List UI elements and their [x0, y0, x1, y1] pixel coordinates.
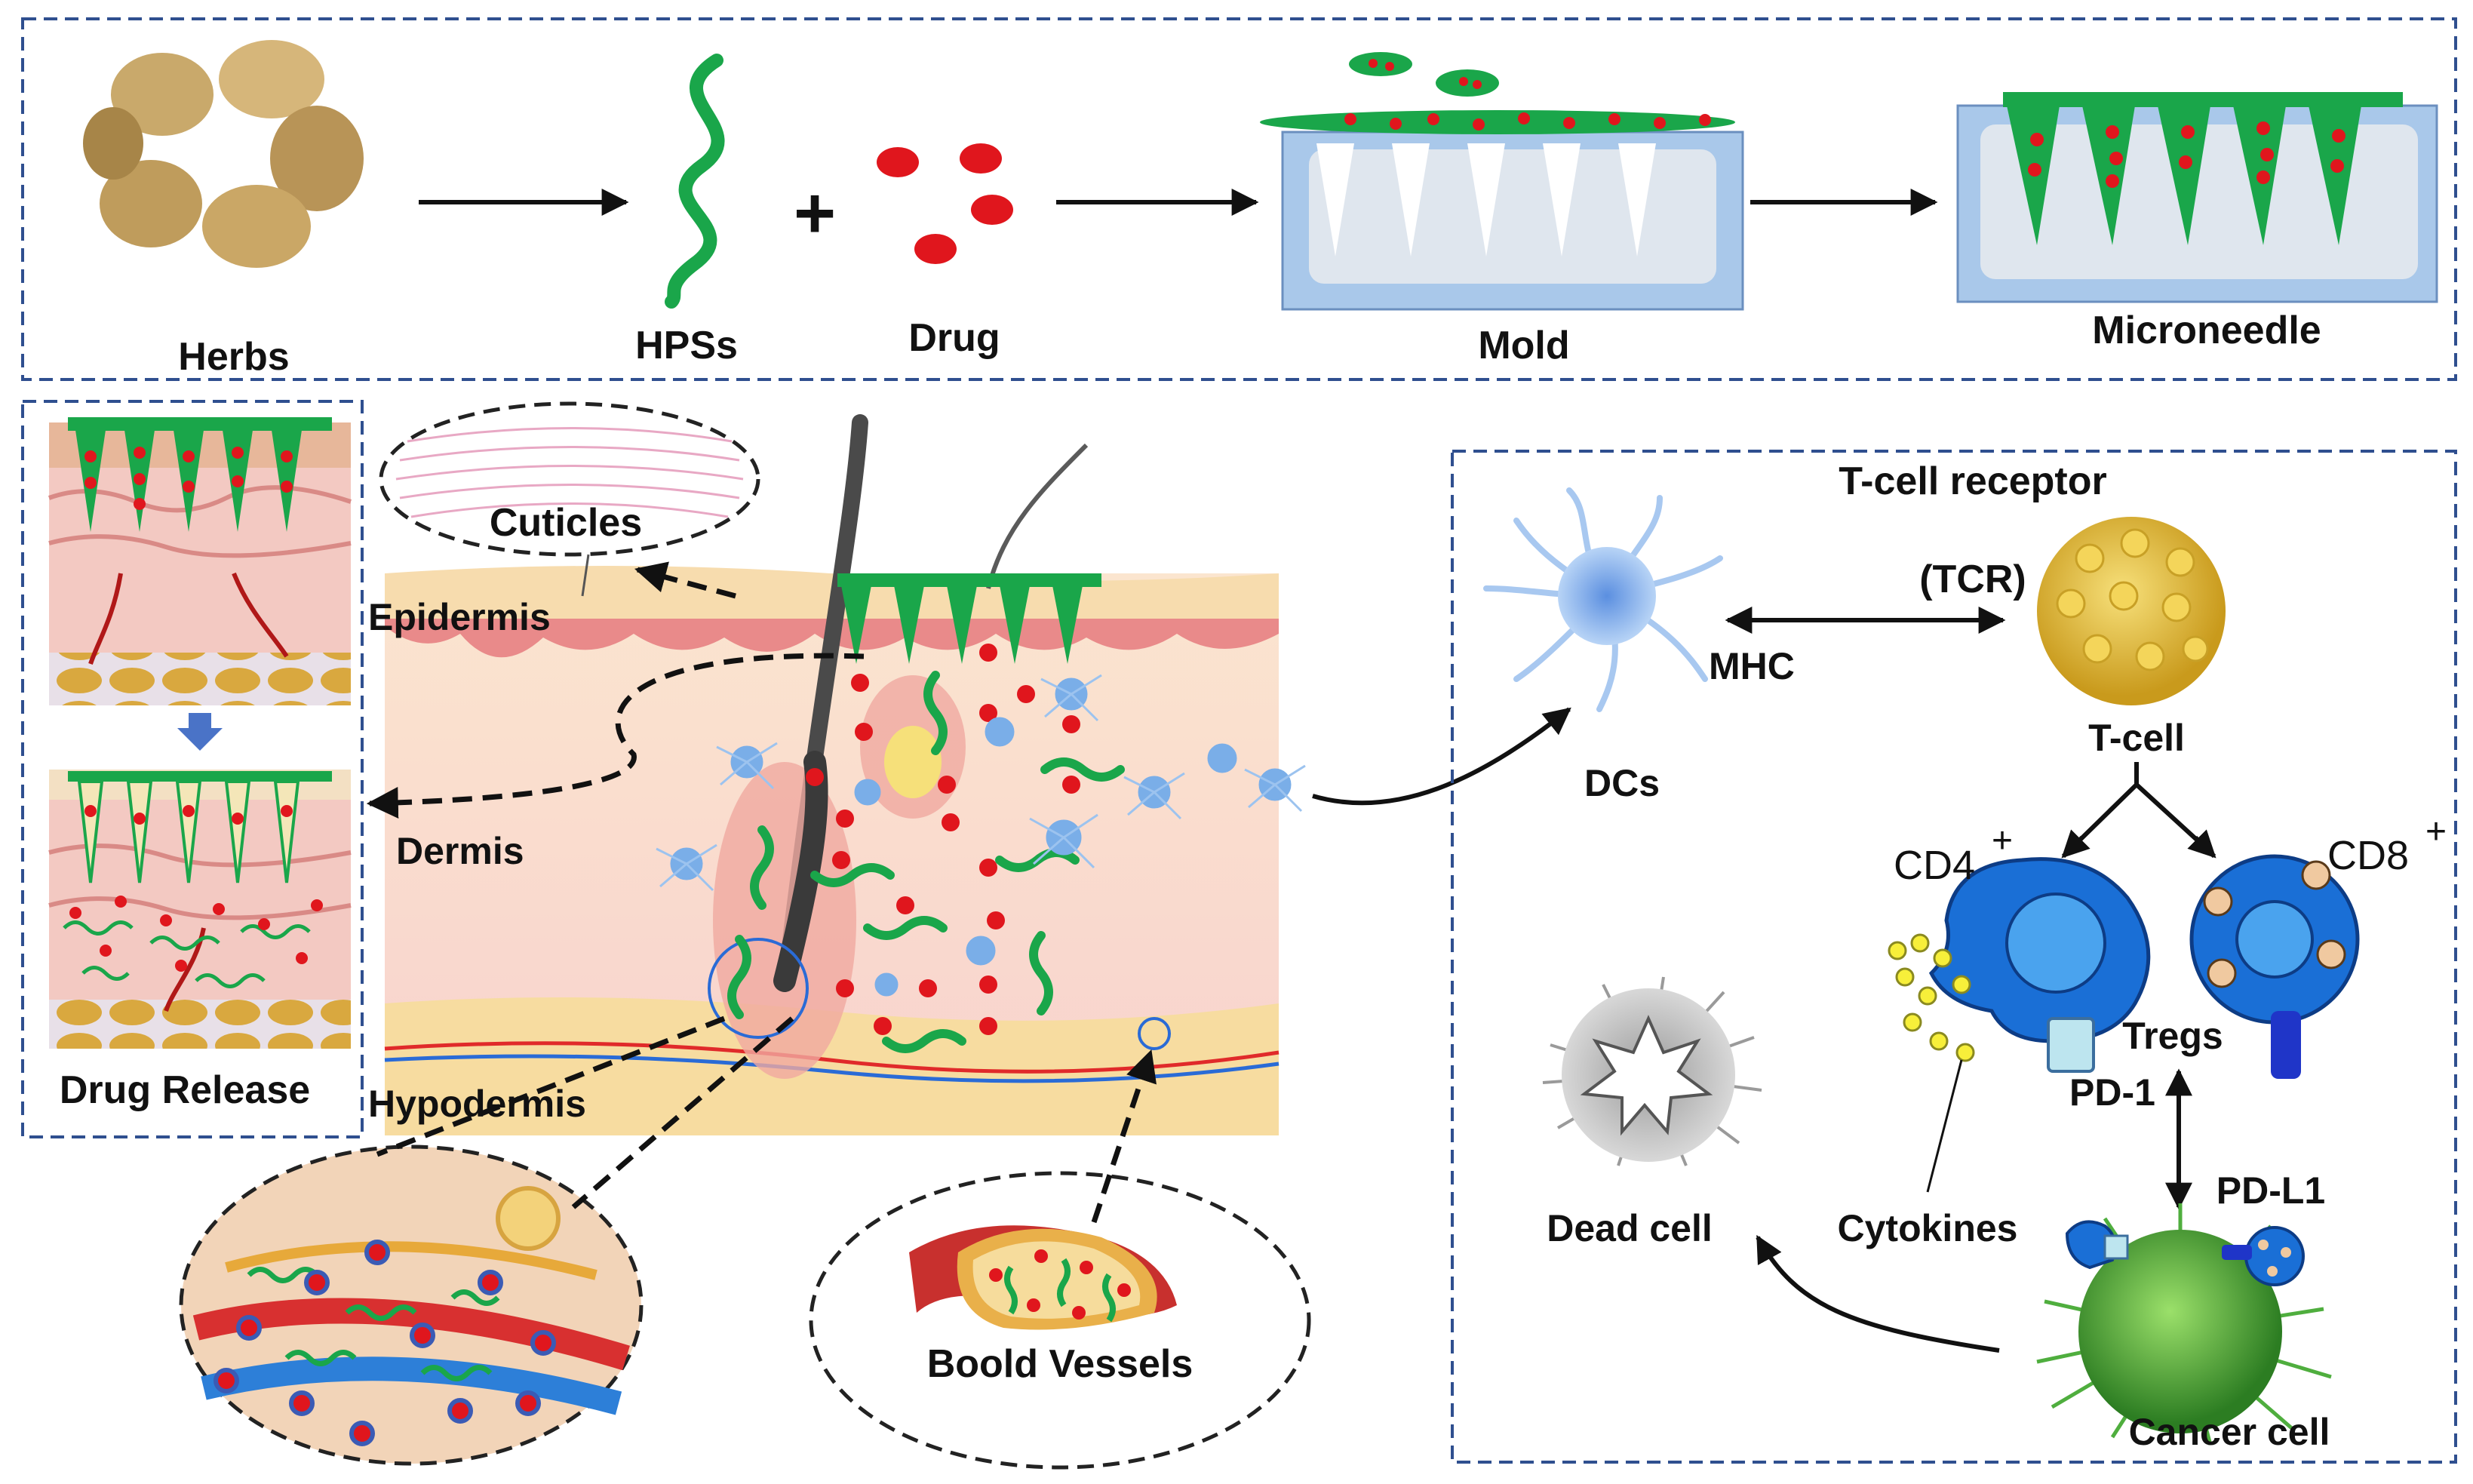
- dendritic-cell-icon: [1483, 487, 1723, 712]
- cd8-cell-icon: [2189, 854, 2360, 1079]
- cytokine-pointer: [1926, 1059, 1963, 1193]
- follicle-zoom-pointer-2: [571, 1016, 794, 1209]
- arrow-skin-to-cuticles: [634, 561, 736, 599]
- tregs-label: Tregs: [2122, 1015, 2223, 1057]
- skin-cross-section: [384, 414, 1306, 1135]
- cuticles-label: Cuticles: [490, 501, 642, 545]
- cancer-cell-label: Cancer cell: [2129, 1411, 2330, 1453]
- cd4-sup: +: [1992, 821, 2013, 861]
- drug-particle-icon: [877, 143, 1013, 264]
- microneedle-patch-icon: [1956, 92, 2438, 303]
- arrow-to-cd4: [2061, 829, 2091, 859]
- dead-cell-label: Dead cell: [1547, 1207, 1713, 1249]
- plus-sign: +: [794, 173, 836, 253]
- tcell-label: T-cell: [2088, 717, 2185, 759]
- tcell-split-arrows: [2069, 762, 2209, 851]
- cytokine-particles: [1888, 933, 1975, 1062]
- herbs-label: Herbs: [178, 335, 289, 379]
- dermis-label: Dermis: [396, 830, 524, 872]
- tcr-abbr: (TCR): [1919, 558, 2026, 601]
- cuticles-pointer: [581, 554, 590, 597]
- pdl1-label: PD-L1: [2216, 1169, 2325, 1212]
- cytokines-label: Cytokines: [1838, 1207, 2018, 1249]
- hpss-label: HPSs: [635, 324, 738, 367]
- top-panel-frame: [21, 17, 2457, 381]
- vessels-label: Boold Vessels: [927, 1342, 1193, 1386]
- t-cell-icon: [2037, 517, 2226, 705]
- cuticles-texture: [395, 427, 744, 518]
- skin-before-release-icon: [48, 417, 352, 705]
- arrow-skin-to-drug-release: [366, 653, 865, 819]
- arrow-skin-to-dcs: [1312, 707, 1571, 806]
- follicle-zoom-content: [192, 1186, 630, 1446]
- cuticles-callout: [379, 401, 760, 557]
- down-arrow-icon: [177, 713, 223, 751]
- cd8-label: CD8: [2327, 833, 2409, 878]
- blood-vessel-icon: [909, 1225, 1177, 1330]
- cd4-cell-icon: [1928, 857, 2151, 1073]
- drug-release-label: Drug Release: [60, 1068, 310, 1112]
- cd8-sup: +: [2425, 812, 2447, 852]
- polysaccharide-chain-icon: [665, 54, 725, 309]
- mold-icon: [1260, 52, 1744, 311]
- pd1-label: PD-1: [2069, 1071, 2155, 1114]
- mold-label: Mold: [1478, 324, 1569, 367]
- drug-release-panel-frame: [21, 400, 364, 1138]
- skin-after-release-icon: [48, 770, 352, 1049]
- dead-cell-icon: [1542, 976, 1762, 1166]
- drug-label: Drug: [908, 316, 1000, 360]
- dcs-label: DCs: [1584, 762, 1660, 804]
- follicle-zoom-pointer-1: [376, 1015, 726, 1157]
- tcr-title: T-cell receptor: [1839, 459, 2106, 503]
- mhc-label: MHC: [1709, 645, 1795, 687]
- cancer-cell-icon: [2036, 1203, 2332, 1446]
- arrow-cancer-to-dead: [1756, 1234, 2000, 1353]
- cd4-label: CD4: [1894, 843, 1975, 888]
- herbs-image: [83, 38, 364, 268]
- immune-panel-frame: [1451, 450, 2457, 1464]
- hypodermis-label: Hypodermis: [368, 1083, 586, 1125]
- epidermis-label: Epidermis: [368, 596, 551, 638]
- microneedle-label: Microneedle: [2092, 309, 2321, 352]
- arrow-to-cd8: [2187, 829, 2216, 859]
